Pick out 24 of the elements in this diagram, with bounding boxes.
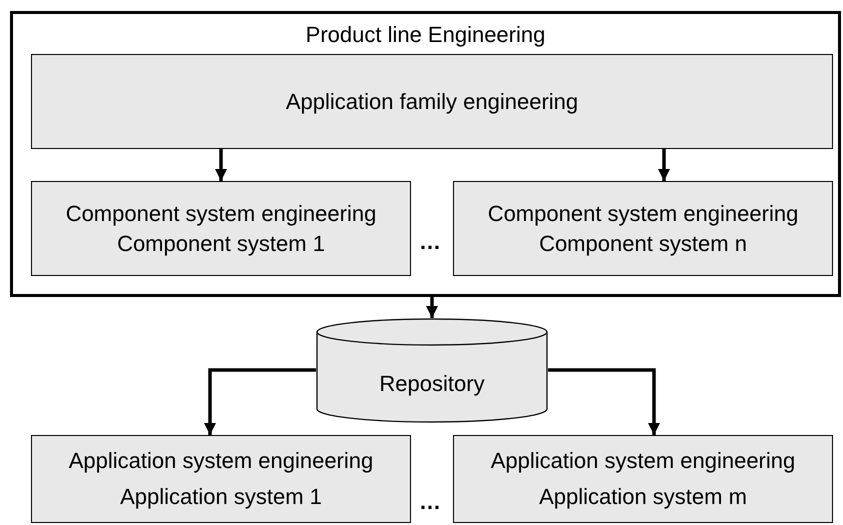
arrow [204,368,316,435]
process-box [31,181,411,276]
arrow [548,368,660,435]
box-subtitle: Component system n [539,230,747,256]
process-box [453,181,833,276]
process-box [31,54,833,149]
box-subtitle: Application system 1 [120,484,322,510]
box-subtitle: Application system m [539,484,747,510]
frame-title: Product line Engineering [304,22,546,48]
ellipsis: … [419,491,441,513]
arrow [215,149,227,181]
box-title: Application system engineering [68,448,374,474]
group-frame [10,11,841,297]
box-title: Component system engineering [488,200,798,226]
process-box [453,435,833,523]
box-subtitle: Component system 1 [117,230,325,256]
box-title: Application system engineering [490,448,796,474]
arrow [658,149,670,181]
box-title: Application family engineering [286,88,578,114]
ellipsis: … [419,231,441,253]
repository-label: Repository [379,370,485,396]
arrow [426,297,438,318]
box-title: Component system engineering [66,200,376,226]
process-box [31,435,411,523]
